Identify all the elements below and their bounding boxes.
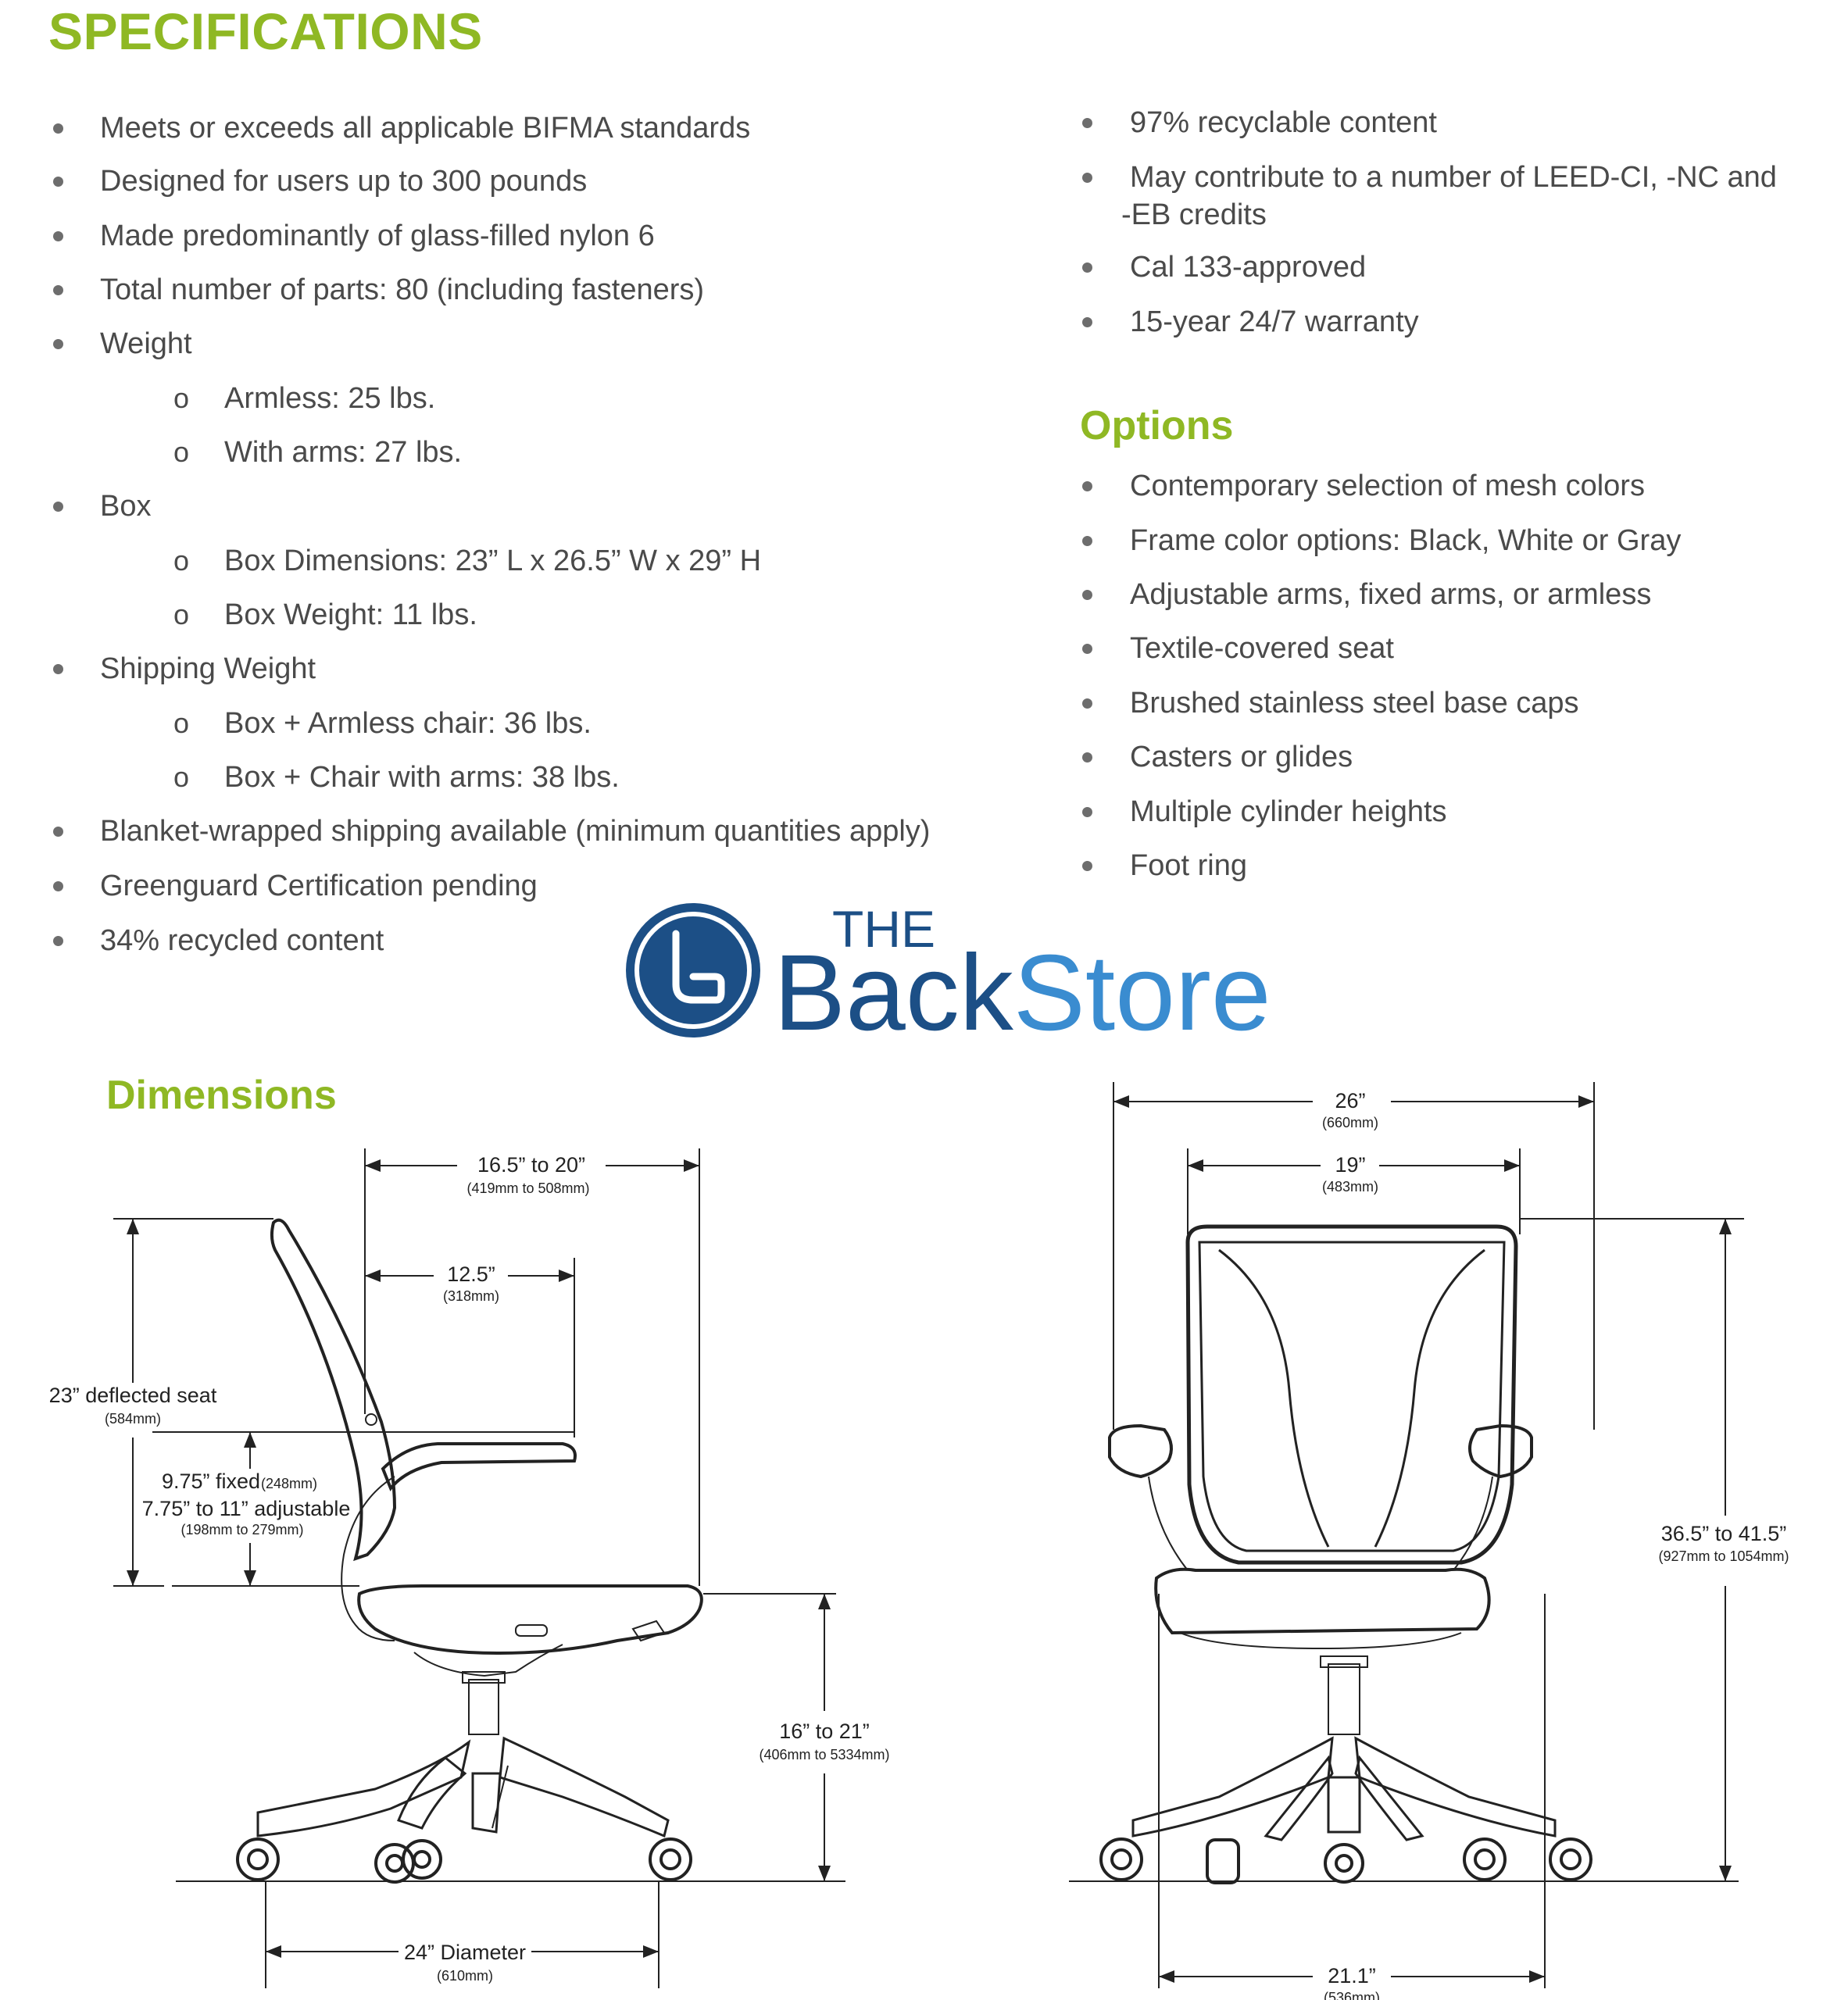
bullet-icon [1082, 262, 1092, 273]
spec-item-text: Total number of parts: 80 (including fas… [100, 273, 705, 306]
overall-width-label: 26” [1335, 1089, 1365, 1112]
spec-item-text: 34% recycled content [100, 924, 384, 957]
bullet-icon [53, 881, 63, 891]
the-backstore-logo: THE BackStore [626, 900, 1271, 1043]
side-view-chair [176, 1218, 845, 1884]
depth-sub: (419mm to 508mm) [466, 1180, 589, 1196]
option-item-text: Casters or glides [1130, 741, 1353, 773]
spec-item-text: 97% recyclable content [1130, 106, 1437, 139]
dimensions-heading: Dimensions [106, 1073, 337, 1118]
overall-height-sub: (927mm to 1054mm) [1658, 1548, 1789, 1564]
sub-bullet-marker: o [173, 382, 190, 414]
arm-depth-sub: (318mm) [443, 1288, 499, 1304]
spec-item-text: Weight [100, 327, 192, 360]
bullet-icon [53, 339, 63, 349]
spec-item-text: Blanket-wrapped shipping available (mini… [100, 815, 931, 848]
front-view-chair [1069, 1224, 1739, 1884]
sub-bullet-marker: o [173, 436, 190, 468]
bullet-icon [1082, 536, 1092, 546]
option-item-text: Multiple cylinder heights [1130, 795, 1447, 828]
spec-item-text: Box + Armless chair: 36 lbs. [224, 707, 592, 740]
specifications-heading: SPECIFICATIONS [48, 2, 483, 60]
arm-fixed-sub: (248mm) [261, 1476, 317, 1491]
bullet-icon [53, 936, 63, 946]
bullet-icon [1082, 644, 1092, 654]
bullet-icon [53, 123, 63, 134]
seat-height-label: 16” to 21” [779, 1720, 870, 1743]
seat-width-sub: (536mm) [1324, 1990, 1380, 2000]
option-item-text: Textile-covered seat [1130, 632, 1394, 665]
option-item-text: Frame color options: Black, White or Gra… [1130, 524, 1682, 557]
overall-height-label: 36.5” to 41.5” [1661, 1522, 1787, 1545]
arm-depth-label: 12.5” [447, 1262, 495, 1286]
spec-item-text: Made predominantly of glass-filled nylon… [100, 220, 655, 252]
spec-item-text: May contribute to a number of LEED-CI, -… [1130, 161, 1777, 194]
sub-bullet-marker: o [173, 707, 190, 739]
logo-circle-icon [626, 903, 760, 1038]
option-item-text: Contemporary selection of mesh colors [1130, 470, 1645, 502]
spec-item-text: Box + Chair with arms: 38 lbs. [224, 761, 620, 794]
spec-item-text: Box Dimensions: 23” L x 26.5” W x 29” H [224, 545, 762, 577]
spec-item-text: Designed for users up to 300 pounds [100, 165, 588, 198]
arm-adjustable-sub: (198mm to 279mm) [181, 1522, 303, 1538]
base-diameter-label: 24” Diameter [404, 1941, 526, 1964]
bullet-icon [53, 231, 63, 241]
bullet-icon [53, 285, 63, 295]
deflected-seat-sub: (584mm) [105, 1411, 161, 1427]
bullet-icon [1082, 118, 1092, 128]
bullet-icon [1082, 752, 1092, 762]
bullet-icon [1082, 173, 1092, 183]
spec-item-text: 15-year 24/7 warranty [1130, 305, 1419, 338]
bullet-icon [1082, 481, 1092, 491]
bullet-icon [1082, 807, 1092, 817]
spec-item-text: Greenguard Certification pending [100, 870, 538, 902]
base-diameter-sub: (610mm) [437, 1968, 493, 1984]
side-view-dimension-lines [113, 1148, 836, 1988]
deflected-seat-label: 23” deflected seat [49, 1384, 217, 1407]
logo-wordmark: BackStore [774, 933, 1271, 1043]
bullet-icon [1082, 590, 1092, 600]
back-width-label: 19” [1335, 1153, 1365, 1177]
arm-adjustable-label: 7.75” to 11” adjustable [142, 1497, 351, 1520]
bullet-icon [53, 827, 63, 837]
seat-width-label: 21.1” [1328, 1964, 1376, 1988]
overall-width-sub: (660mm) [1322, 1115, 1378, 1130]
option-item-text: Brushed stainless steel base caps [1130, 687, 1579, 720]
sub-bullet-marker: o [173, 545, 190, 577]
bullet-icon [1082, 861, 1092, 871]
spec-item-text: Meets or exceeds all applicable BIFMA st… [100, 112, 751, 145]
sub-bullet-marker: o [173, 598, 190, 630]
spec-item-text: Box [100, 490, 152, 523]
depth-label: 16.5” to 20” [477, 1153, 585, 1177]
dimension-drawings: 16.5” to 20” (419mm to 508mm) 12.5” (318… [49, 1082, 1789, 2000]
arm-fixed-label: 9.75” fixed [162, 1470, 260, 1493]
seat-height-sub: (406mm to 5334mm) [759, 1747, 889, 1762]
bullet-icon [53, 664, 63, 674]
bullet-icon [53, 502, 63, 512]
bullet-icon [1082, 317, 1092, 327]
front-view-dimension-lines [1113, 1082, 1744, 1988]
bullet-icon [1082, 698, 1092, 709]
spec-item-text: With arms: 27 lbs. [224, 436, 463, 469]
bullet-icon [53, 177, 63, 187]
option-item-text: Adjustable arms, fixed arms, or armless [1130, 578, 1652, 611]
spec-item-text-continued: -EB credits [1121, 198, 1267, 231]
back-width-sub: (483mm) [1322, 1179, 1378, 1195]
option-item-text: Foot ring [1130, 849, 1247, 882]
spec-item-text: Shipping Weight [100, 652, 316, 685]
spec-item-text: Box Weight: 11 lbs. [224, 598, 477, 631]
logo-the-text: THE [832, 900, 935, 958]
spec-item-text: Armless: 25 lbs. [224, 382, 436, 415]
spec-item-text: Cal 133-approved [1130, 251, 1367, 284]
sub-bullet-marker: o [173, 761, 190, 793]
options-heading: Options [1080, 403, 1234, 448]
